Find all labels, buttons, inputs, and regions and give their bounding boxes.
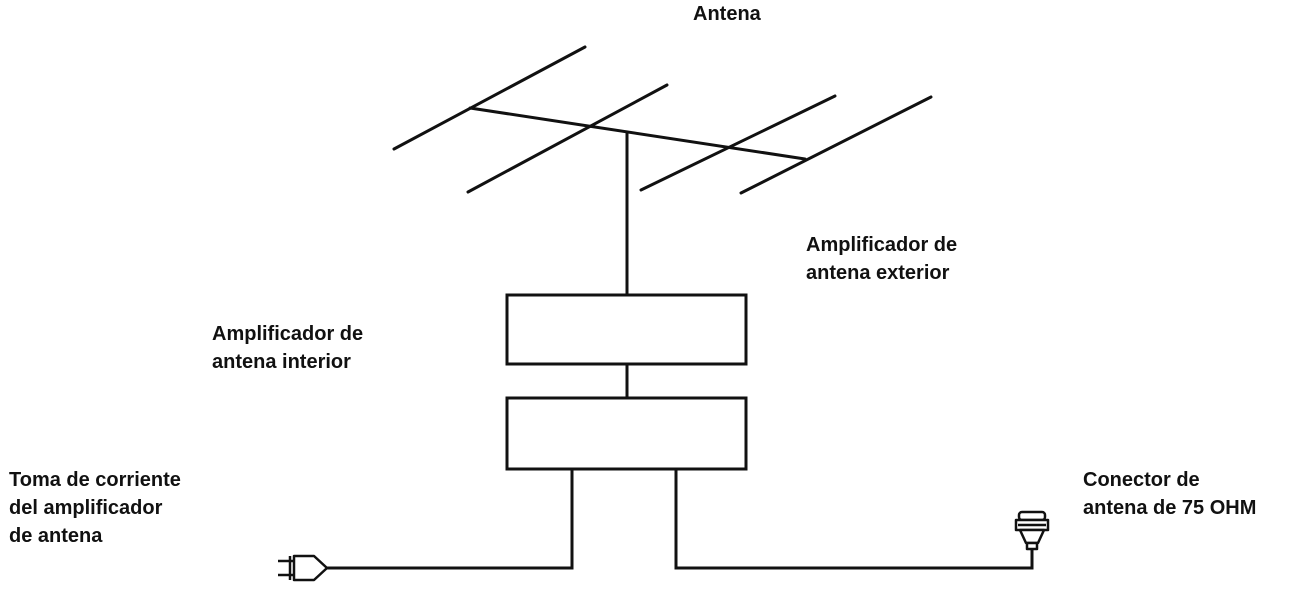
antenna-label: Antena [693,0,761,28]
indoor-amplifier-box [505,396,748,471]
indoor-amplifier-label: Amplificador de antena interior [212,320,363,376]
power-outlet-label-line-3: de antena [9,525,103,547]
connector-label: Conector de antena de 75 OHM [1083,466,1256,522]
indoor-amplifier-label-line-1: Amplificador de [212,323,364,345]
antenna-cable [674,467,1034,570]
antenna-element-1 [392,45,587,151]
coax-connector-icon [1014,510,1050,551]
antenna-boom [468,106,807,161]
antenna-element-2 [466,83,669,194]
connector-label-line-2: antena de 75 OHM [1083,497,1257,519]
outdoor-amplifier-label-line-2: antena exterior [806,262,950,284]
indoor-amplifier-label-line-2: antena interior [212,351,351,373]
power-outlet-label: Toma de corriente del amplificador de an… [9,466,181,550]
outdoor-amplifier-label-line-1: Amplificador de [806,234,958,256]
antenna-label-text: Antena [693,3,761,25]
power-outlet-label-line-2: del amplificador [9,497,163,519]
antenna-element-4 [739,95,933,195]
power-plug-icon [278,554,329,582]
connector-label-line-1: Conector de [1083,469,1200,491]
power-outlet-label-line-1: Toma de corriente [9,469,181,491]
antenna-element-3 [639,94,837,192]
outdoor-amplifier-box [505,293,748,366]
outdoor-amplifier-label: Amplificador de antena exterior [806,231,957,287]
power-cable [325,467,574,570]
